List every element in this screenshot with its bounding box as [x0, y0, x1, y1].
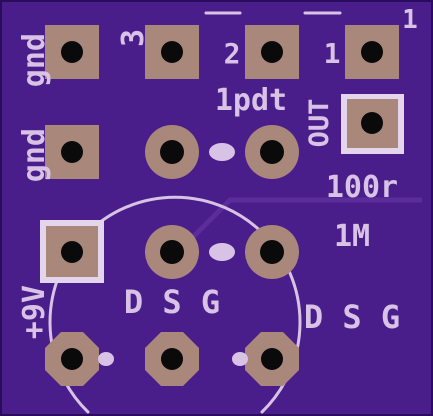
corner-one-label: 1	[402, 5, 418, 35]
pin1-label: 1	[324, 37, 341, 70]
transistor-gate-pad	[245, 332, 299, 386]
pin2-label: 2	[224, 37, 241, 70]
resistor-1m-label: 1M	[334, 219, 370, 254]
pin2-pad	[245, 25, 299, 79]
out-label: OUT	[304, 99, 335, 148]
drain-marker-dot	[98, 352, 114, 366]
round-pads	[145, 125, 299, 279]
square-pads	[40, 25, 404, 283]
switch-label: 1pdt	[215, 83, 287, 118]
gnd-top-label: gnd	[17, 33, 52, 87]
gate-marker-dot	[232, 352, 248, 366]
pin3-pad	[145, 25, 199, 79]
copper-traces	[182, 197, 423, 248]
switch-left-pad	[145, 125, 199, 179]
resistor-right-pad	[245, 225, 299, 279]
gnd-top-pad	[45, 25, 99, 79]
resistor-100r-label: 100r	[326, 170, 398, 205]
pin3-label: 3	[116, 29, 151, 47]
pin1-pad	[345, 25, 399, 79]
switch-right-pad	[245, 125, 299, 179]
dsg-right-label: D S G	[304, 298, 400, 336]
gnd-mid-label: gnd	[17, 128, 52, 182]
trace-diagonal	[182, 197, 423, 248]
gnd-mid-pad	[45, 125, 99, 179]
transistor-drain-pad	[45, 332, 99, 386]
resistor-left-pad	[145, 225, 199, 279]
silkscreen-text: gnd gnd +9V 3 2 1 1 OUT 1pdt 100r 1M D S…	[17, 5, 418, 339]
octagon-pads	[45, 332, 299, 386]
transistor-source-pad	[145, 332, 199, 386]
dsg-left-label: D S G	[124, 283, 220, 321]
switch-center-dot	[209, 143, 235, 161]
transistor-outline-arc	[48, 195, 302, 414]
silkscreen-lines	[48, 11, 342, 414]
plus-9v-label: +9V	[17, 285, 52, 339]
resistor-center-dot	[209, 243, 235, 261]
nine-v-pad	[40, 220, 104, 283]
out-pad	[341, 94, 404, 154]
